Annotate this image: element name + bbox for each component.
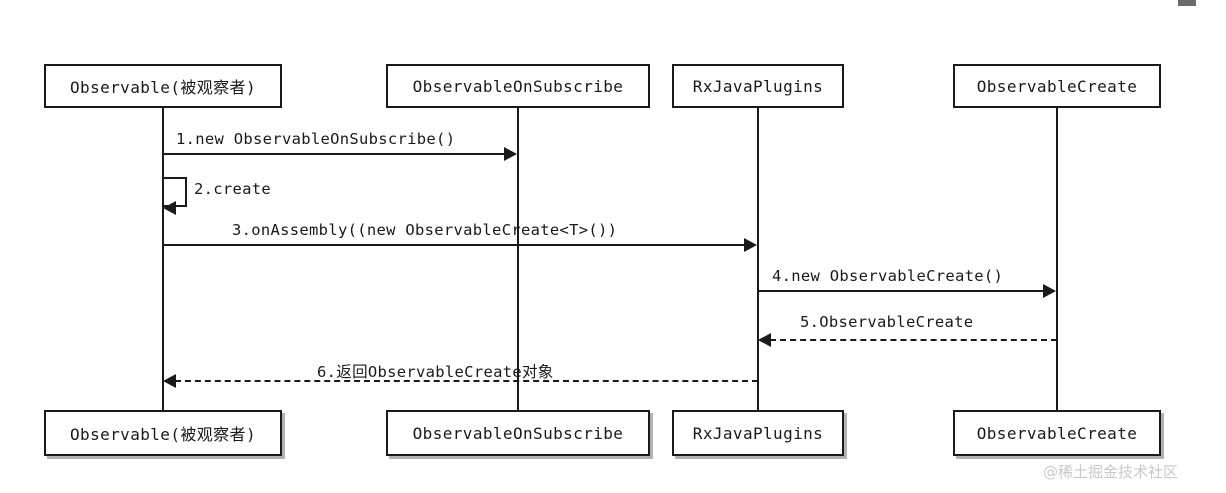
participant-label: ObservableOnSubscribe — [412, 423, 624, 443]
watermark: @稀土掘金技术社区 — [1043, 463, 1179, 481]
participant-label: RxJavaPlugins — [692, 76, 824, 96]
participant-box-rxjava-plugins-top[interactable]: RxJavaPlugins — [672, 64, 844, 108]
message-label-5: 5.ObservableCreate — [800, 313, 974, 331]
message-arrowhead-1 — [504, 146, 517, 161]
participant-box-observable-top[interactable]: Observable(被观察者) — [44, 64, 282, 108]
participant-box-observable-on-subscribe-top[interactable]: ObservableOnSubscribe — [386, 64, 650, 108]
message-arrowhead-5 — [758, 332, 771, 347]
participant-label: ObservableCreate — [976, 76, 1138, 96]
message-label-4: 4.new ObservableCreate() — [772, 267, 1004, 285]
top-edge-artifact — [1178, 0, 1196, 6]
participant-box-observable-bottom[interactable]: Observable(被观察者) — [44, 410, 282, 456]
participant-box-observable-on-subscribe-bottom[interactable]: ObservableOnSubscribe — [386, 410, 650, 456]
message-label-6: 6.返回ObservableCreate对象 — [317, 363, 554, 381]
participant-box-observable-create-top[interactable]: ObservableCreate — [953, 64, 1161, 108]
message-arrowhead-4 — [1043, 283, 1056, 298]
message-line-4 — [758, 290, 1045, 292]
message-arrowhead-2 — [163, 200, 176, 215]
participant-label: RxJavaPlugins — [692, 423, 824, 443]
message-arrowhead-3 — [744, 237, 757, 252]
participant-label: ObservableOnSubscribe — [412, 76, 624, 96]
lifeline-observable-on-subscribe — [516, 108, 519, 410]
participant-box-rxjava-plugins-bottom[interactable]: RxJavaPlugins — [672, 410, 844, 456]
message-line-6 — [175, 380, 758, 382]
message-label-1: 1.new ObservableOnSubscribe() — [176, 130, 456, 148]
participant-label: Observable(被观察者) — [70, 78, 256, 97]
message-line-3 — [163, 244, 746, 246]
message-line-5 — [770, 339, 1057, 341]
participant-label: Observable(被观察者) — [70, 425, 256, 444]
lifeline-rxjava-plugins — [756, 108, 759, 410]
lifeline-observable — [161, 108, 164, 410]
message-label-2: 2.create — [194, 180, 272, 198]
participant-box-observable-create-bottom[interactable]: ObservableCreate — [953, 410, 1161, 456]
lifeline-observable-create — [1055, 108, 1058, 410]
message-arrowhead-6 — [163, 373, 176, 388]
message-line-1 — [163, 153, 506, 155]
participant-label: ObservableCreate — [976, 423, 1138, 443]
message-label-3: 3.onAssembly((new ObservableCreate<T>()) — [232, 221, 618, 239]
